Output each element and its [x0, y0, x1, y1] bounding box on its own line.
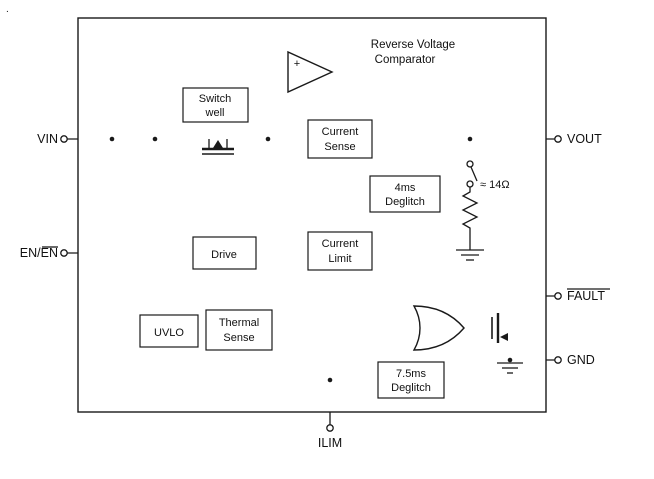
pulldown-branch: ≈ 14Ω — [456, 160, 510, 261]
junction-dot — [109, 136, 115, 142]
comparator-plus-sign: + — [294, 58, 300, 70]
pin-label-fault: FAULT — [567, 289, 605, 303]
pin-label-en: EN/EN — [20, 246, 58, 260]
pin-gnd: GND — [554, 353, 595, 367]
block-label: well — [205, 107, 225, 119]
block-label: Drive — [211, 249, 237, 261]
junction-dot — [507, 357, 513, 363]
block-label: UVLO — [154, 327, 184, 339]
or-gate-body — [412, 305, 465, 351]
pin-terminal — [60, 135, 68, 143]
block-drive: Drive — [192, 236, 257, 270]
block-current-sense: Current Sense — [307, 119, 373, 159]
block-label: 4ms — [395, 182, 416, 194]
pin-label-vout: VOUT — [567, 132, 602, 146]
block-7p5ms-deglitch: 7.5ms Deglitch — [377, 361, 445, 399]
block-label: Current — [322, 238, 359, 250]
switch-blade-icon — [470, 166, 478, 182]
block-label: Deglitch — [391, 382, 431, 394]
pin-vin: VIN — [37, 132, 68, 146]
pin-en: EN/EN — [20, 246, 68, 260]
pin-fault: FAULT — [554, 288, 610, 303]
pin-label-ilim: ILIM — [318, 436, 342, 450]
pin-ilim: ILIM — [318, 424, 342, 450]
comparator-annotation-line1: Reverse Voltage — [371, 39, 455, 51]
block-label: Sense — [223, 332, 254, 344]
pin-label-gnd: GND — [567, 353, 595, 367]
resistor-value-label: ≈ 14Ω — [480, 179, 510, 191]
block-label: Deglitch — [385, 196, 425, 208]
block-label: Sense — [324, 141, 355, 153]
pin-terminal — [554, 292, 562, 300]
pin-terminal — [554, 135, 562, 143]
block-uvlo: UVLO — [139, 314, 199, 348]
ground-icon — [456, 249, 484, 261]
block-switch-well: Switch well — [182, 87, 249, 123]
fault-mosfet-icon — [491, 313, 523, 374]
block-4ms-deglitch: 4ms Deglitch — [369, 175, 441, 213]
block-label: Current — [322, 126, 359, 138]
block-thermal-sense: Thermal Sense — [205, 309, 273, 351]
comparator-annotation: Reverse Voltage Comparator — [371, 39, 455, 66]
or-gate-icon — [412, 305, 465, 351]
fet-arrow — [500, 333, 508, 341]
pass-mosfet-icon — [202, 139, 234, 155]
pin-terminal — [554, 356, 562, 364]
pin-label-vin: VIN — [37, 132, 58, 146]
fet-arrow — [213, 140, 223, 148]
comparator-annotation-line2: Comparator — [375, 54, 436, 66]
block-label: Limit — [328, 253, 351, 265]
block-current-limit: Current Limit — [307, 231, 373, 271]
junction-dot — [152, 136, 158, 142]
junction-dot — [327, 377, 333, 383]
block-label: Thermal — [219, 317, 259, 329]
comparator-triangle — [287, 50, 334, 94]
pin-vout: VOUT — [554, 132, 602, 146]
block-label: Switch — [199, 93, 231, 105]
switch-terminal — [466, 160, 474, 168]
junction-dot — [265, 136, 271, 142]
block-label: 7.5ms — [396, 368, 426, 380]
resistor-icon — [461, 187, 479, 250]
switch-terminal — [466, 180, 474, 188]
ground-icon — [497, 362, 523, 374]
junction-dot — [467, 136, 473, 142]
comparator-icon: + — [287, 50, 334, 94]
pin-terminal — [326, 424, 334, 432]
pin-terminal — [60, 249, 68, 257]
stray-dot: . — [6, 4, 9, 15]
junction-dots — [109, 136, 513, 383]
